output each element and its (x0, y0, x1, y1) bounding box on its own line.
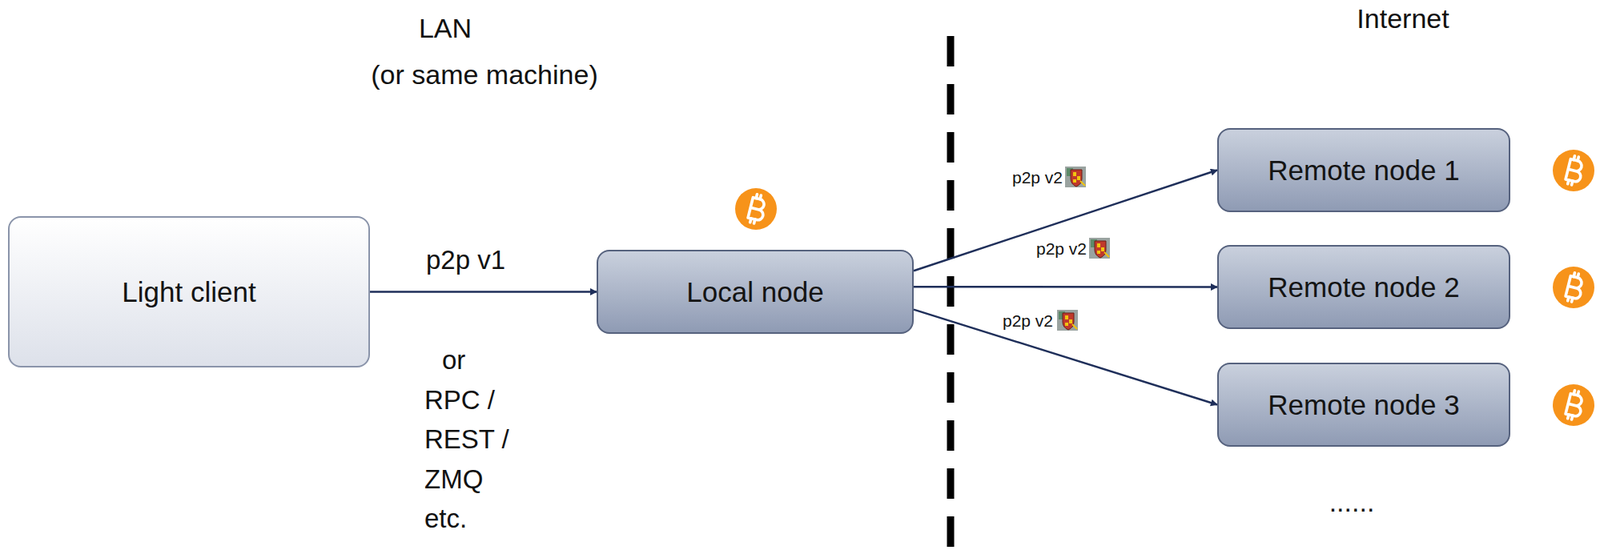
node-box: Remote node 1 (1217, 128, 1511, 213)
connector-arrow (913, 285, 1218, 289)
node-label: Light client (121, 276, 256, 309)
bitcoin-icon (735, 188, 777, 230)
node-label: Remote node 3 (1267, 389, 1460, 422)
connector-arrow (913, 309, 1218, 406)
connector-arrow (369, 290, 597, 293)
region-label: Internet (1356, 3, 1449, 35)
connector-arrow (913, 170, 1218, 272)
bitcoin-icon (1552, 266, 1595, 309)
node-box: Remote node 2 (1217, 245, 1511, 330)
region-label: LAN (418, 12, 472, 45)
interface-list: or RPC / REST / ZMQ etc. (424, 340, 518, 539)
bip324-icon (1065, 166, 1086, 188)
node-label: Local node (686, 276, 824, 309)
ellipsis: ...... (1329, 486, 1375, 519)
bitcoin-icon (1552, 149, 1595, 192)
bip324-icon (1057, 309, 1078, 331)
bip324-icon (1089, 237, 1110, 259)
node-box: Light client (8, 216, 370, 368)
node-label: Remote node 1 (1267, 154, 1460, 187)
edge-label: p2p v2 (1001, 311, 1055, 331)
edge-label: p2p v2 (1010, 168, 1065, 188)
bitcoin-icon (1552, 384, 1595, 427)
node-box: Remote node 3 (1217, 362, 1511, 447)
network-boundary (947, 36, 955, 550)
edge-label: p2p v1 (424, 245, 507, 276)
region-label: (or same machine) (370, 59, 598, 91)
node-box: Local node (596, 249, 914, 334)
node-label: Remote node 2 (1267, 271, 1460, 304)
edge-label: p2p v2 (1034, 239, 1089, 259)
